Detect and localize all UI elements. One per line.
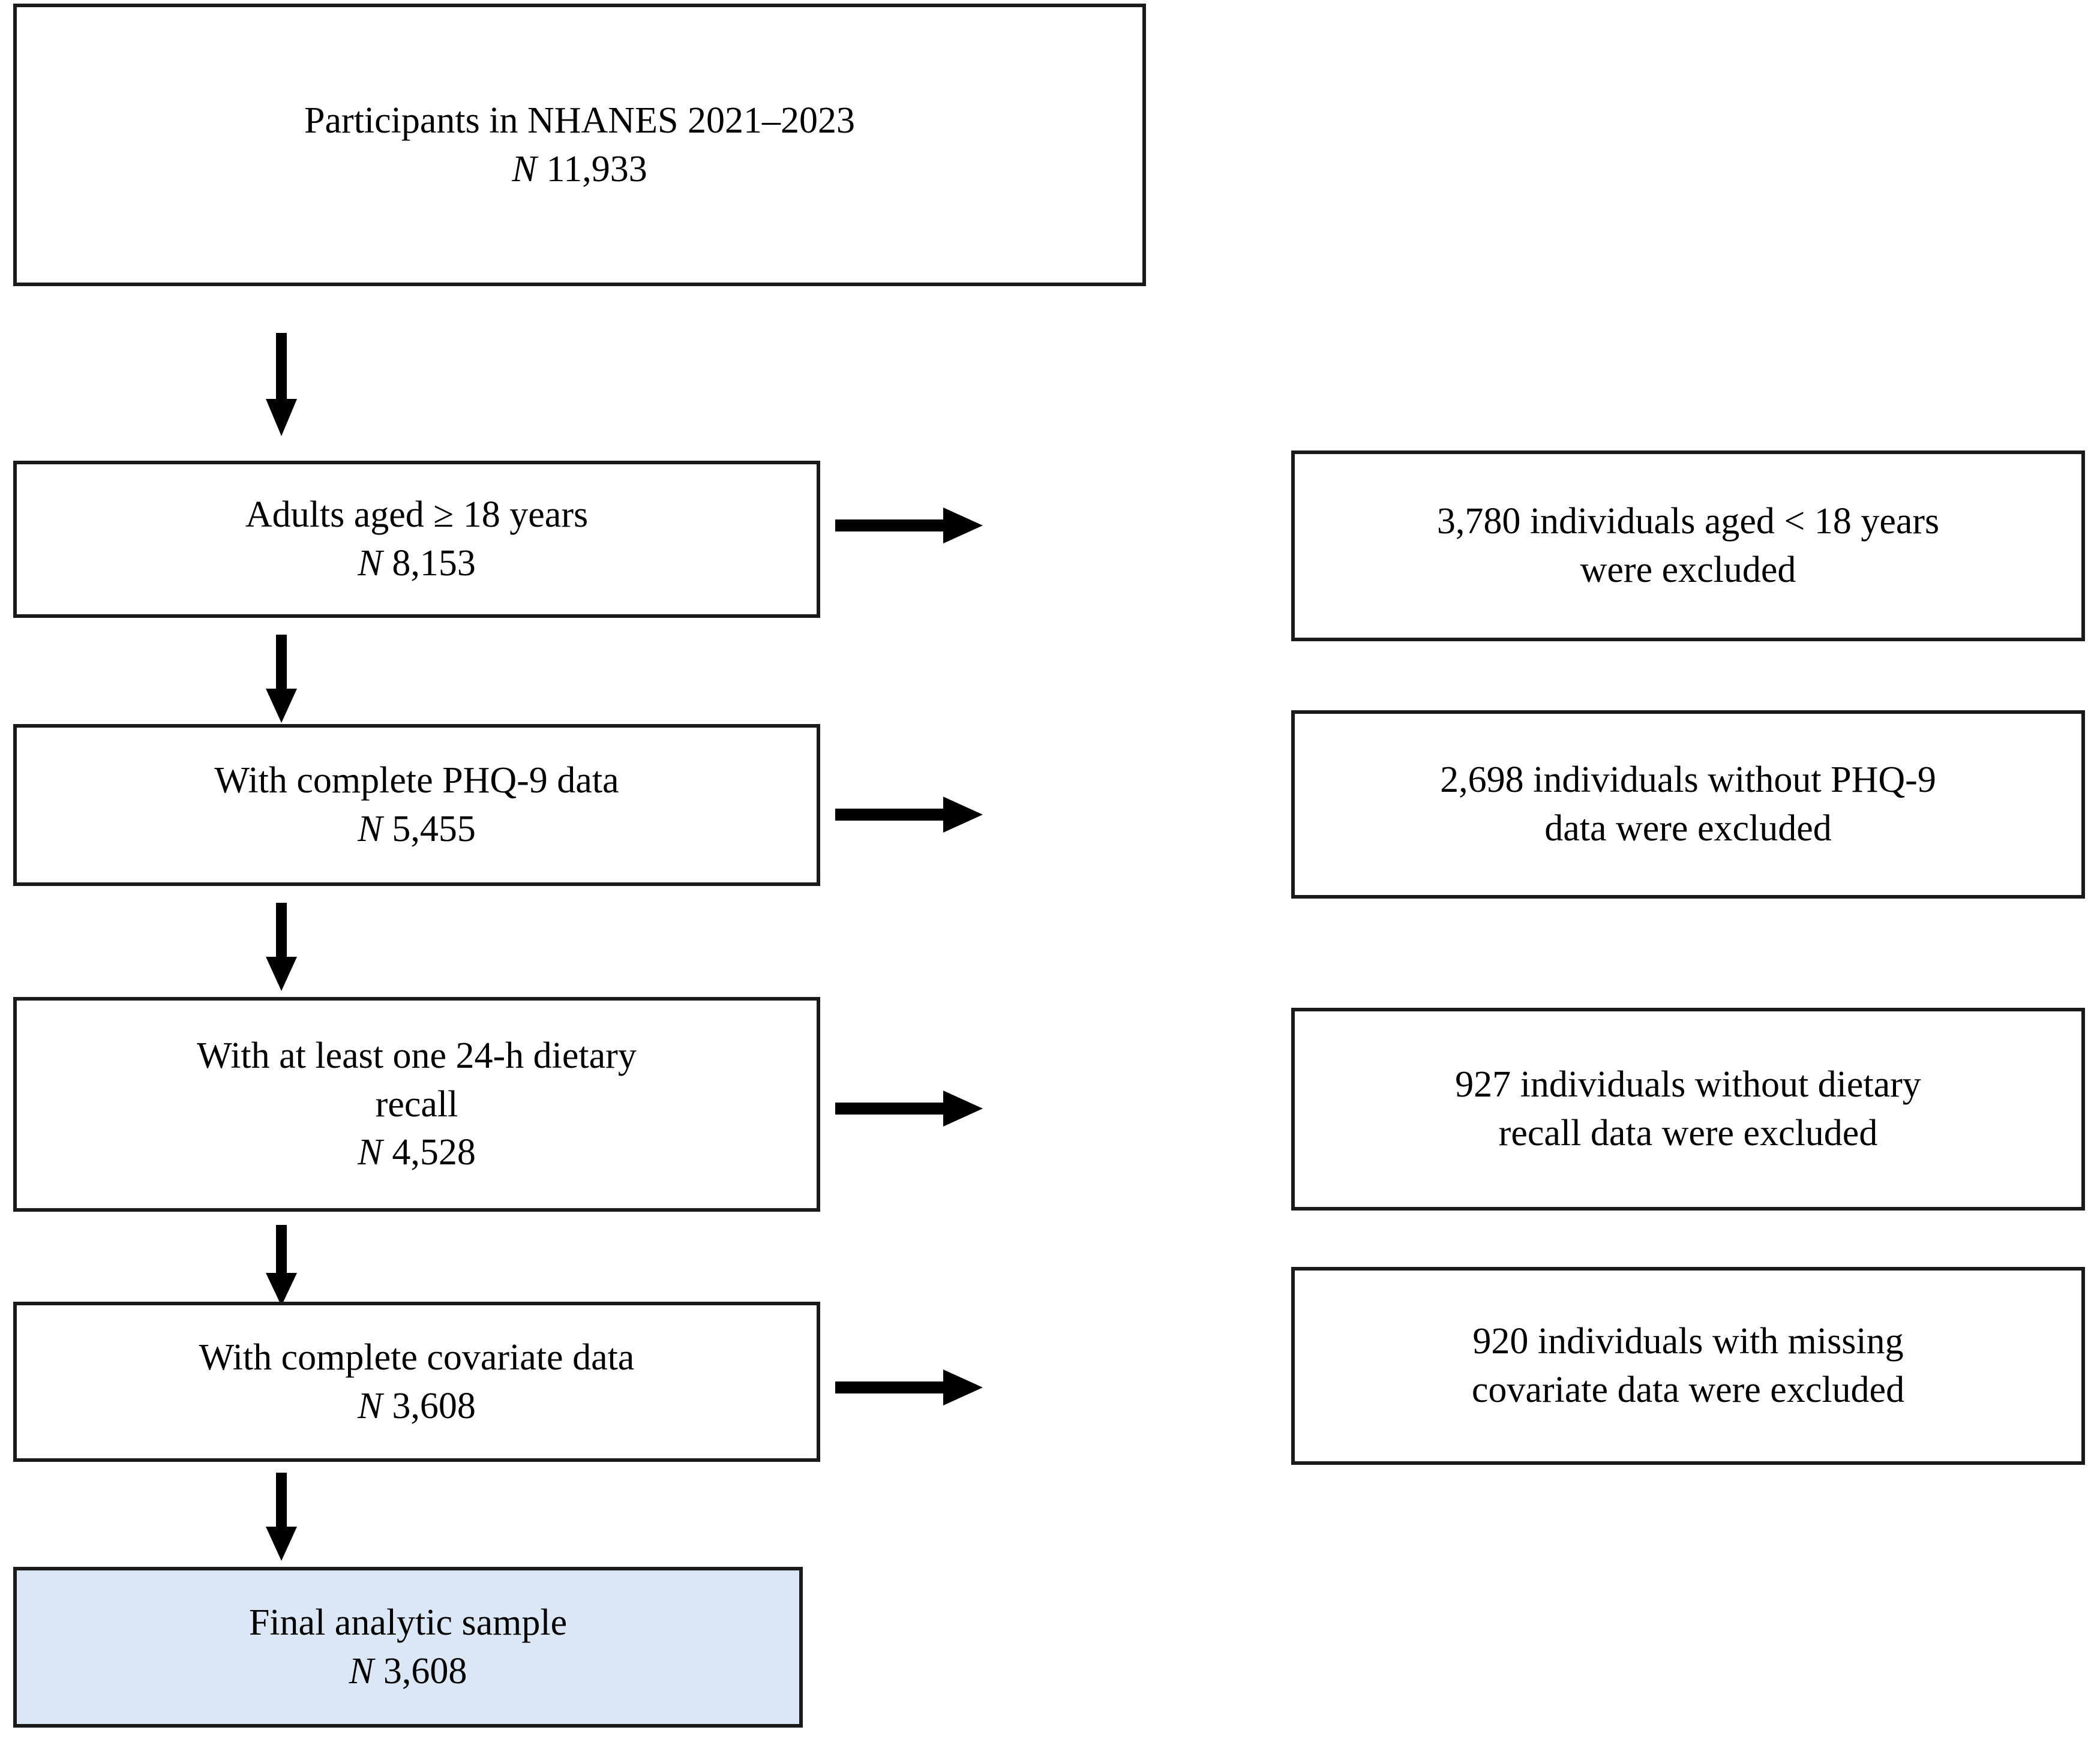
arrow-right-icon: [835, 1365, 985, 1410]
arrow-down-icon: [263, 635, 300, 725]
flow-node-label: Adults aged ≥ 18 years: [245, 494, 589, 536]
exclusion-line-1: 920 individuals with missing: [1472, 1321, 1904, 1362]
arrow-right-icon: [835, 503, 985, 548]
count-value: 11,933: [546, 148, 647, 190]
n-symbol: N: [512, 148, 537, 190]
n-symbol: N: [358, 809, 383, 849]
count-value: 4,528: [392, 1132, 476, 1173]
exclusion-line-2: recall data were excluded: [1498, 1113, 1878, 1154]
arrow-down-icon: [263, 333, 300, 438]
count-value: 3,608: [392, 1385, 476, 1426]
n-symbol: N: [358, 1132, 383, 1173]
count-value: 5,455: [392, 809, 476, 849]
n-symbol: N: [358, 1385, 383, 1426]
exclusion-box-no-dietary-recall: 927 individuals without dietary recall d…: [1291, 1008, 2085, 1211]
arrow-down-icon: [263, 903, 300, 993]
flow-node-label-line-2: recall: [375, 1083, 458, 1125]
count-value: 3,608: [383, 1651, 467, 1692]
exclusion-box-no-phq9: 2,698 individuals without PHQ-9 data wer…: [1291, 710, 2085, 899]
exclusion-box-under-18: 3,780 individuals aged < 18 years were e…: [1291, 450, 2085, 641]
arrow-down-icon: [263, 1225, 300, 1308]
exclusion-line-1: 2,698 individuals without PHQ-9: [1440, 759, 1936, 801]
arrow-right-icon: [835, 1086, 985, 1131]
flow-node-label: With complete covariate data: [199, 1336, 635, 1378]
arrow-down-icon: [263, 1473, 300, 1563]
exclusion-box-missing-covariates: 920 individuals with missing covariate d…: [1291, 1267, 2085, 1465]
flow-node-label: Participants in NHANES 2021–2023: [304, 100, 855, 141]
exclusion-line-1: 3,780 individuals aged < 18 years: [1436, 501, 1940, 542]
exclusion-line-2: were excluded: [1580, 549, 1796, 590]
exclusion-line-1: 927 individuals without dietary: [1455, 1064, 1921, 1106]
arrow-right-icon: [835, 792, 985, 837]
flow-node-label: With complete PHQ-9 data: [214, 760, 619, 801]
exclusion-line-2: data were excluded: [1544, 808, 1832, 849]
flow-node-label: Final analytic sample: [248, 1602, 568, 1644]
n-symbol: N: [358, 543, 383, 584]
exclusion-line-2: covariate data were excluded: [1471, 1369, 1905, 1410]
flow-node-label-line-1: With at least one 24-h dietary: [197, 1035, 637, 1077]
n-symbol: N: [349, 1651, 374, 1692]
count-value: 8,153: [392, 543, 476, 584]
